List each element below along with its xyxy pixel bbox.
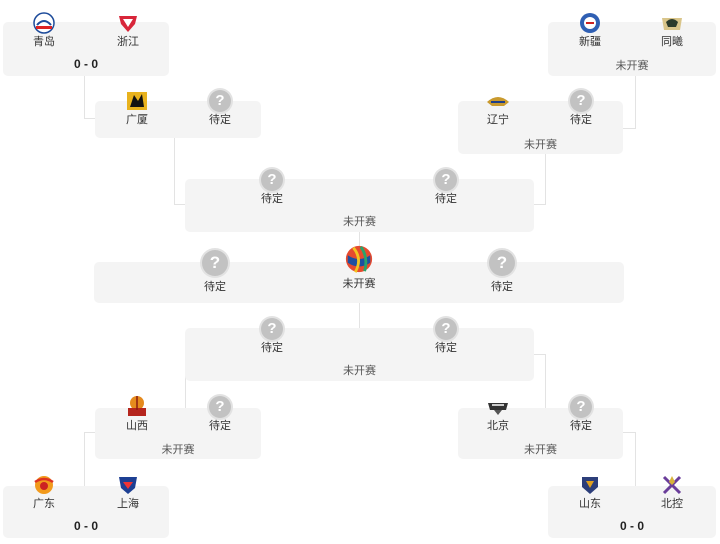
team-zhejiang[interactable]: 浙江	[98, 12, 158, 49]
team-tbd[interactable]: ? 待定	[416, 318, 476, 355]
team-qingdao[interactable]: 青岛	[14, 12, 74, 49]
match-card-top-left-r2[interactable]: 广厦 ? 待定	[95, 90, 261, 138]
team-name: 待定	[435, 342, 457, 354]
connector-br2	[534, 354, 546, 409]
placeholder-question-icon: ?	[261, 169, 283, 191]
team-tbd[interactable]: ? 待定	[190, 396, 250, 433]
shanghai-logo-icon	[119, 477, 137, 494]
connector-tl2	[174, 138, 186, 205]
team-tbd[interactable]: ? 待定	[551, 90, 611, 127]
team-shandong[interactable]: 山东	[560, 474, 620, 511]
placeholder-question-icon: ?	[261, 318, 283, 340]
match-card-bottom-semi[interactable]: ? 待定 ? 待定 未开赛	[185, 318, 534, 381]
team-name: 青岛	[33, 36, 55, 48]
team-beijing[interactable]: 北京	[468, 396, 528, 433]
team-tbd[interactable]: ? 待定	[185, 250, 245, 294]
match-score: 0 - 0	[73, 57, 98, 71]
match-score: 0 - 0	[619, 519, 644, 533]
placeholder-question-icon: ?	[489, 250, 515, 276]
match-card-bottom-left-r2[interactable]: 山西 ? 待定 未开赛	[95, 396, 261, 459]
team-name: 待定	[261, 342, 283, 354]
team-name: 新疆	[579, 36, 601, 48]
placeholder-question-icon: ?	[209, 90, 231, 112]
liaoning-logo-icon	[487, 97, 509, 106]
team-name: 待定	[204, 281, 226, 293]
match-card-top-left-r1[interactable]: 青岛 浙江 0 - 0	[3, 12, 169, 76]
team-guangdong[interactable]: 广东	[14, 474, 74, 511]
final-center: 未开赛	[329, 244, 389, 291]
placeholder-question-icon: ?	[570, 396, 592, 418]
team-name: 北京	[487, 420, 509, 432]
cba-logo-icon	[345, 245, 373, 273]
team-name: 待定	[570, 114, 592, 126]
team-liaoning[interactable]: 辽宁	[468, 90, 528, 127]
team-name: 广东	[33, 498, 55, 510]
team-tbd[interactable]: ? 待定	[242, 169, 302, 206]
beikong-logo-icon	[662, 475, 682, 495]
xinjiang-logo-icon	[580, 13, 600, 33]
team-name: 上海	[117, 498, 139, 510]
team-name: 浙江	[117, 36, 139, 48]
qingdao-logo-icon	[33, 12, 55, 34]
team-tbd[interactable]: ? 待定	[472, 250, 532, 294]
guangdong-logo-icon	[34, 476, 54, 494]
match-card-bottom-left-r1[interactable]: 广东 上海 0 - 0	[3, 476, 169, 538]
match-card-top-semi[interactable]: ? 待定 ? 待定 未开赛	[185, 169, 534, 232]
placeholder-question-icon: ?	[435, 318, 457, 340]
final-status: 未开赛	[342, 278, 376, 290]
team-name: 待定	[209, 114, 231, 126]
team-beikong[interactable]: 北控	[642, 474, 702, 511]
match-status: 未开赛	[343, 216, 376, 228]
team-tbd[interactable]: ? 待定	[551, 396, 611, 433]
team-name: 山西	[126, 420, 148, 432]
tongxi-logo-icon	[662, 18, 682, 30]
team-tongxi[interactable]: 同曦	[642, 12, 702, 49]
connector-tr2	[534, 154, 546, 205]
team-name: 广厦	[126, 114, 148, 126]
connector-br1	[623, 432, 636, 487]
team-name: 辽宁	[487, 114, 509, 126]
team-guangsha[interactable]: 广厦	[107, 90, 167, 127]
match-status: 未开赛	[343, 365, 376, 377]
team-name: 待定	[570, 420, 592, 432]
match-status: 未开赛	[161, 444, 195, 456]
connector-bl1	[84, 432, 96, 487]
team-name: 待定	[261, 193, 283, 205]
match-status: 未开赛	[524, 444, 557, 456]
match-card-top-right-r2[interactable]: 辽宁 ? 待定 未开赛	[458, 90, 623, 154]
placeholder-question-icon: ?	[202, 250, 228, 276]
shandong-logo-icon	[582, 477, 598, 494]
team-shanghai[interactable]: 上海	[98, 474, 158, 511]
connector-tl	[84, 76, 96, 119]
placeholder-question-icon: ?	[435, 169, 457, 191]
team-shanxi[interactable]: 山西	[107, 394, 167, 433]
team-name: 待定	[435, 193, 457, 205]
match-score: 0 - 0	[73, 519, 98, 533]
team-name: 北控	[661, 498, 683, 510]
team-name: 待定	[491, 281, 513, 293]
beijing-logo-icon	[488, 403, 508, 415]
match-status: 未开赛	[524, 139, 557, 151]
match-card-bottom-right-r2[interactable]: 北京 ? 待定 未开赛	[458, 396, 623, 459]
match-status: 未开赛	[615, 60, 649, 72]
match-card-top-right-r1[interactable]: 新疆 同曦 未开赛	[548, 13, 716, 76]
placeholder-question-icon: ?	[570, 90, 592, 112]
placeholder-question-icon: ?	[209, 396, 231, 418]
team-tbd[interactable]: ? 待定	[416, 169, 476, 206]
zhejiang-logo-icon	[119, 16, 137, 32]
team-tbd[interactable]: ? 待定	[190, 90, 250, 127]
team-xinjiang[interactable]: 新疆	[560, 12, 620, 49]
team-name: 待定	[209, 420, 231, 432]
connector-tr	[623, 76, 636, 129]
connector-final-bottom	[359, 303, 360, 328]
team-name: 山东	[579, 498, 601, 510]
guangsha-logo-icon	[127, 92, 147, 110]
team-name: 同曦	[661, 36, 683, 48]
match-card-bottom-right-r1[interactable]: 山东 北控 0 - 0	[548, 475, 716, 538]
shanxi-logo-icon	[128, 396, 146, 416]
match-card-final[interactable]: ? 待定 未开赛 ? 待定	[94, 245, 624, 303]
team-tbd[interactable]: ? 待定	[242, 318, 302, 355]
